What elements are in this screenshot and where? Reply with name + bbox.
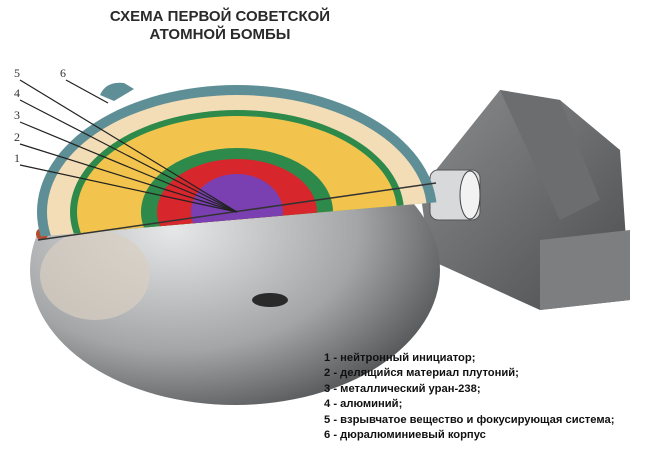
callout-2: 2: [14, 130, 20, 144]
leader-lines: [19, 79, 238, 213]
callout-6: 6: [60, 66, 66, 80]
callout-5: 5: [14, 66, 20, 80]
callout-1: 1: [14, 151, 20, 165]
legend-item: 3 - металлический уран-238;: [324, 382, 481, 395]
legend-item: 6 - дюралюминиевый корпус: [324, 429, 486, 442]
nose-window: [40, 230, 150, 320]
fuse: [252, 293, 288, 307]
legend-item: 4 - алюминий;: [324, 398, 403, 411]
title-line-2: АТОМНОЙ БОМБЫ: [149, 26, 291, 43]
title-line-1: СХЕМА ПЕРВОЙ СОВЕТСКОЙ: [109, 8, 331, 25]
tail-fins: [420, 90, 630, 310]
legend-item: 2 - делящийся материал плутоний;: [324, 367, 519, 380]
callout-4: 4: [14, 86, 20, 100]
legend: 1 - нейтронный инициатор; 2 - делящийся …: [324, 351, 614, 443]
diagram-title: СХЕМА ПЕРВОЙ СОВЕТСКОЙ АТОМНОЙ БОМБЫ: [60, 8, 380, 44]
callout-3: 3: [14, 108, 20, 122]
legend-item: 5 - взрывчатое вещество и фокусирующая с…: [324, 413, 615, 426]
legend-item: 1 - нейтронный инициатор;: [324, 352, 476, 364]
